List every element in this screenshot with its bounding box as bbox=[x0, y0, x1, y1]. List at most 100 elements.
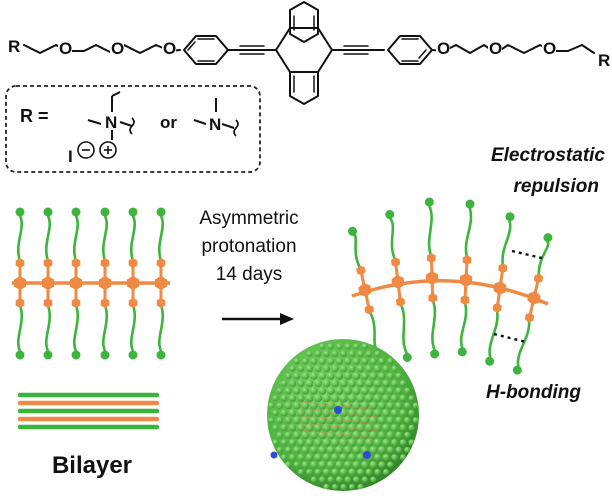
sphere-bead bbox=[330, 423, 340, 432]
sphere-bead bbox=[408, 395, 415, 402]
sphere-bead bbox=[284, 387, 292, 395]
sphere-bead bbox=[276, 431, 284, 439]
peg-chain bbox=[102, 304, 108, 352]
r-group-left: R bbox=[8, 37, 20, 56]
sphere-bead bbox=[301, 431, 310, 439]
sphere-bead bbox=[326, 430, 335, 440]
sphere-bead bbox=[335, 476, 343, 483]
chromophore-unit bbox=[425, 271, 439, 285]
chromophore-unit bbox=[154, 276, 168, 290]
sphere-bead bbox=[319, 343, 326, 350]
anthracene-top-ring bbox=[289, 1, 319, 43]
chain-end-bead bbox=[71, 207, 81, 217]
sphere-bead bbox=[297, 394, 305, 403]
sphere-bead bbox=[306, 350, 313, 357]
sphere-bead bbox=[399, 424, 407, 432]
sphere-bead bbox=[360, 386, 369, 395]
sphere-bead bbox=[377, 386, 386, 395]
sphere-bead bbox=[276, 402, 284, 409]
chromophore-unit bbox=[156, 298, 166, 308]
sphere-bead bbox=[343, 372, 352, 380]
sphere-bead bbox=[404, 431, 411, 439]
arrow-head-icon bbox=[280, 313, 294, 325]
amphiphile-molecule bbox=[348, 226, 384, 359]
sphere-bead bbox=[285, 446, 292, 454]
sphere-bead bbox=[318, 386, 327, 395]
initial-assembly bbox=[12, 207, 170, 360]
sphere-bead bbox=[293, 446, 301, 454]
chromophore-unit bbox=[15, 298, 25, 308]
sphere-bead bbox=[288, 394, 297, 402]
tertiary-amine-group bbox=[193, 98, 239, 137]
sphere-bead bbox=[390, 438, 399, 447]
sphere-bead bbox=[305, 365, 314, 373]
amphiphile-molecule bbox=[13, 207, 27, 360]
amphiphile-molecule bbox=[512, 233, 553, 375]
sphere-bead bbox=[378, 357, 386, 365]
interaction-lines bbox=[493, 249, 547, 344]
sphere-bead bbox=[280, 439, 288, 446]
sphere-bead bbox=[391, 365, 398, 372]
sphere-bead bbox=[352, 416, 361, 425]
sphere-bead bbox=[347, 423, 357, 432]
sphere-bead bbox=[399, 409, 407, 417]
sphere-bead bbox=[377, 401, 386, 410]
sphere-bead bbox=[374, 468, 381, 476]
sphere-bead bbox=[382, 423, 390, 432]
sphere-bead bbox=[285, 372, 292, 380]
chain-end-bead bbox=[71, 350, 81, 360]
sphere-bead bbox=[369, 461, 377, 469]
chain-end-bead bbox=[15, 350, 25, 360]
peg-chain bbox=[130, 215, 136, 262]
sphere-bead bbox=[352, 445, 361, 454]
hbond-dotted-line bbox=[493, 332, 527, 344]
sphere-bead bbox=[340, 483, 347, 490]
sphere-bead bbox=[395, 431, 403, 439]
sphere-bead bbox=[322, 394, 331, 403]
sphere-bead bbox=[348, 350, 356, 358]
sphere-bead bbox=[293, 387, 301, 395]
sphere-bead bbox=[327, 476, 335, 483]
amphiphile-molecule bbox=[98, 207, 112, 360]
amphiphile-molecule bbox=[154, 207, 168, 360]
sphere-bead bbox=[289, 365, 296, 372]
sphere-bead bbox=[305, 379, 314, 388]
positive-charge-icon bbox=[99, 141, 117, 159]
sphere-bead bbox=[319, 476, 326, 483]
peg-chain bbox=[130, 304, 136, 352]
sphere-bead bbox=[272, 409, 279, 417]
chromophore-unit bbox=[493, 281, 507, 295]
chromophore-unit bbox=[426, 253, 436, 264]
sphere-bead bbox=[280, 424, 288, 432]
sphere-bead bbox=[280, 409, 288, 417]
sphere-bead bbox=[339, 423, 348, 432]
sphere-bead bbox=[314, 453, 322, 462]
sphere-bead bbox=[330, 438, 340, 447]
molecular-structure bbox=[23, 1, 595, 105]
chromophore-unit bbox=[128, 298, 138, 308]
peg-chain bbox=[17, 215, 23, 262]
chain-end-bead bbox=[505, 212, 515, 222]
sphere-bead bbox=[395, 446, 403, 454]
sphere-bead bbox=[365, 379, 373, 388]
sphere-bead bbox=[395, 402, 403, 410]
sphere-bead bbox=[323, 350, 330, 358]
chain-end-bead bbox=[128, 350, 138, 360]
sphere-bead bbox=[386, 401, 395, 410]
sphere-bead bbox=[357, 350, 364, 358]
sphere-bead bbox=[365, 438, 373, 447]
sphere-bead bbox=[339, 468, 348, 476]
sphere-bead bbox=[352, 372, 361, 380]
sphere-bead bbox=[297, 453, 305, 461]
amphiphile-molecule bbox=[385, 210, 412, 362]
sphere-bead bbox=[314, 364, 322, 373]
chain-end-bead bbox=[385, 210, 395, 220]
sphere-bead bbox=[313, 408, 323, 417]
sphere-bead bbox=[365, 468, 373, 476]
stacking-axis bbox=[351, 279, 549, 306]
sphere-bead bbox=[387, 461, 394, 468]
sphere-bead bbox=[390, 409, 399, 417]
chromophore-unit bbox=[492, 302, 502, 313]
sphere-bead bbox=[301, 461, 309, 469]
